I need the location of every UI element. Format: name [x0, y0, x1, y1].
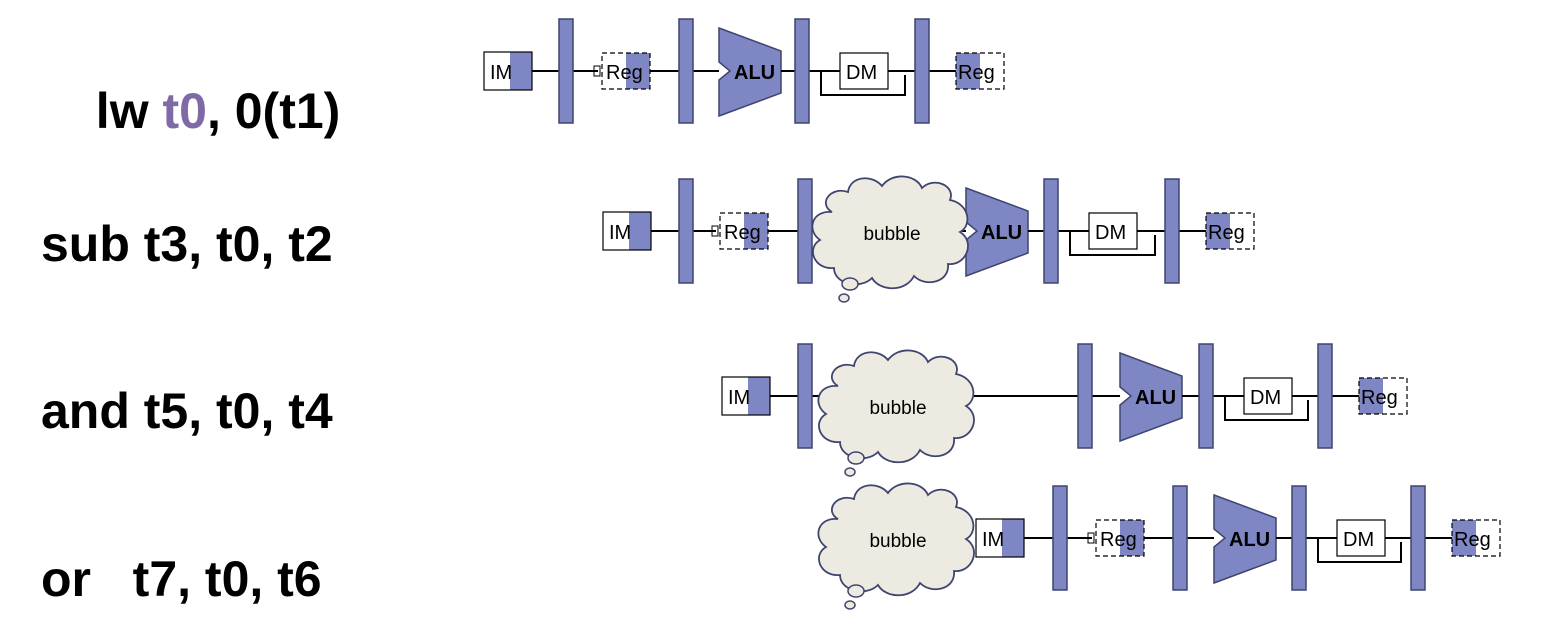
pipeline-register-bar	[1052, 485, 1068, 591]
alu-shape	[718, 26, 782, 118]
instruction-or: or t7, t0, t6	[41, 551, 322, 607]
pipeline-register-bar	[1077, 343, 1093, 449]
reg-port	[1087, 532, 1095, 544]
pipeline-register-bar	[1291, 485, 1307, 591]
bubble-tail-dot	[838, 293, 850, 303]
pipeline-register-bar	[678, 18, 694, 124]
dm-bypass-wire	[1069, 231, 1156, 256]
bubble-cloud-shape	[817, 349, 975, 464]
dm-box	[1088, 212, 1138, 250]
reg-read-label: Reg	[606, 62, 643, 84]
im-label: IM	[982, 529, 1004, 551]
pipeline-register-bar	[794, 18, 810, 124]
reg-write-label: Reg	[958, 62, 995, 84]
instruction-sub: sub t3, t0, t2	[41, 216, 333, 272]
reg-write-shade	[1206, 213, 1230, 249]
bubble-label: bubble	[863, 224, 920, 245]
reg-shade	[626, 53, 650, 89]
alu-shape	[1119, 351, 1183, 443]
bubble-cloud-shape	[811, 175, 969, 290]
reg-port	[711, 225, 719, 237]
alu-label: ALU	[1135, 387, 1176, 409]
dm-bypass-wire	[1224, 396, 1309, 421]
dm-label: DM	[846, 62, 877, 84]
im-shade	[510, 52, 532, 90]
reg-write-shade	[956, 53, 980, 89]
alu-shape	[1213, 493, 1277, 585]
bubble-tail-dot	[847, 584, 865, 598]
dm-bypass-wire	[820, 71, 906, 96]
dm-label: DM	[1250, 387, 1281, 409]
pipeline-row-2: IM Reg ALU DM Reg bubble	[602, 175, 1255, 303]
im-label: IM	[490, 62, 512, 84]
im-label: IM	[609, 222, 631, 244]
bubble-tail-dot	[844, 467, 856, 477]
reg-write-shade	[1359, 378, 1383, 414]
reg-write-shade	[1452, 520, 1476, 556]
bubble-cloud-shape	[817, 482, 975, 597]
pipeline-register-bar	[1317, 343, 1333, 449]
im-shade	[629, 212, 651, 250]
destination-register: t0	[162, 83, 207, 139]
im-shade	[1002, 519, 1024, 557]
im-shade	[748, 377, 770, 415]
bubble-tail-dot	[844, 600, 856, 610]
reg-read-label: Reg	[724, 222, 761, 244]
dm-bypass-wire	[1317, 538, 1402, 563]
alu-shape	[965, 186, 1029, 278]
pipeline-register-bar	[1172, 485, 1188, 591]
pipeline-register-bar	[914, 18, 930, 124]
bubble-cloud: bubble	[811, 175, 969, 303]
pipeline-register-bar	[797, 178, 813, 284]
instruction-and: and t5, t0, t4	[41, 383, 333, 439]
bubble-tail-dot	[841, 277, 859, 291]
bubble-cloud: bubble	[817, 349, 975, 477]
bubble-label: bubble	[869, 398, 926, 419]
instruction-operands: , 0(t1)	[206, 83, 341, 139]
pipeline-register-bar	[678, 178, 694, 284]
pipeline-register-bar	[797, 343, 813, 449]
pipeline-register-bar	[1043, 178, 1059, 284]
reg-shade	[744, 213, 768, 249]
reg-write-box	[955, 52, 1005, 90]
reg-port	[593, 65, 601, 77]
alu-label: ALU	[1229, 529, 1270, 551]
pipeline-row-1: IM Reg ALU DM Reg	[483, 18, 1005, 124]
pipeline-row-4: IM Reg ALU DM Reg bubble	[817, 482, 1501, 610]
instruction-opcode: lw	[95, 83, 163, 139]
instruction-lw: lw t0, 0(t1)	[68, 36, 341, 139]
pipeline-register-bar	[1198, 343, 1214, 449]
alu-label: ALU	[734, 62, 775, 84]
reg-write-label: Reg	[1454, 529, 1491, 551]
im-label: IM	[728, 387, 750, 409]
pipeline-register-bar	[1410, 485, 1426, 591]
reg-read-label: Reg	[1100, 529, 1137, 551]
reg-write-box	[1451, 519, 1501, 557]
dm-label: DM	[1343, 529, 1374, 551]
bubble-tail-dot	[847, 451, 865, 465]
pipeline-register-bar	[1164, 178, 1180, 284]
alu-label: ALU	[981, 222, 1022, 244]
bubble-label: bubble	[869, 531, 926, 552]
dm-box	[839, 52, 889, 90]
reg-shade	[1120, 520, 1144, 556]
reg-write-box	[1358, 377, 1408, 415]
bubble-cloud: bubble	[817, 482, 975, 610]
pipeline-register-bar	[558, 18, 574, 124]
dm-label: DM	[1095, 222, 1126, 244]
reg-write-label: Reg	[1208, 222, 1245, 244]
reg-write-box	[1205, 212, 1255, 250]
reg-write-label: Reg	[1361, 387, 1398, 409]
